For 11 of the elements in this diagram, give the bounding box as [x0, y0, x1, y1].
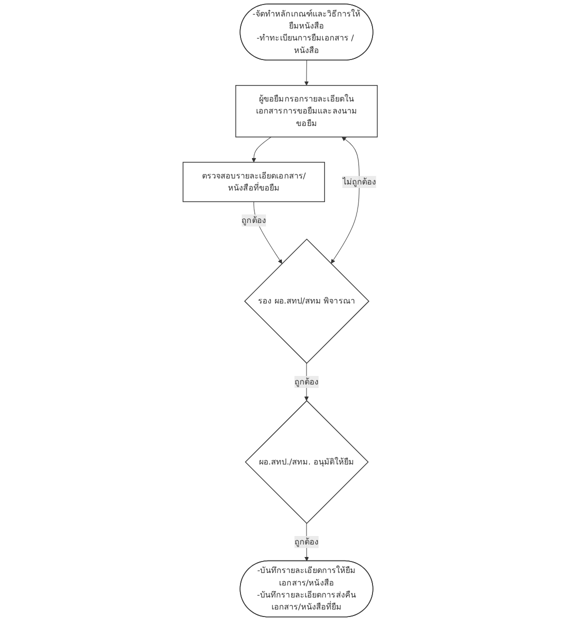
- node-box: ผู้ขอยืมกรอกรายละเอียดในเอกสารการขอยืมและลงนามขอยืม: [236, 85, 378, 138]
- edge-label: ถูกต้อง: [294, 537, 319, 547]
- arrow: [304, 60, 310, 86]
- edge-label: ถูกต้อง: [294, 376, 319, 387]
- node-diamond: ผอ.สทป./สทม. อนุมัติให้ยืม: [245, 400, 369, 524]
- edge-label: ถูกต้อง: [242, 215, 266, 225]
- node-box: ตรวจสอบรายละเอียดเอกสาร/หนังสือที่ขอยืม: [183, 162, 326, 202]
- arrow: [252, 136, 272, 162]
- edge-label: ไม่ถูกต้อง: [342, 176, 376, 187]
- arrow: [331, 136, 360, 264]
- node-diamond: รอง ผอ.สทป/สทม พิจารณา: [244, 238, 370, 364]
